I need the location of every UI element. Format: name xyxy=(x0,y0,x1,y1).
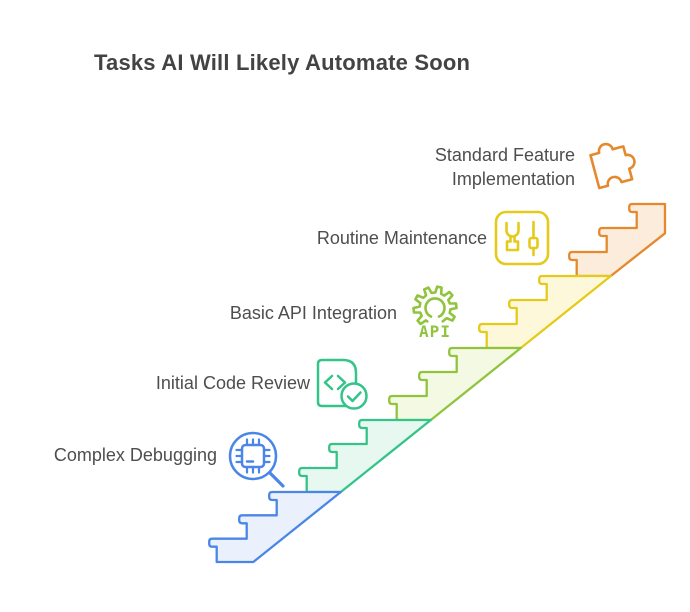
magnifier-handle xyxy=(267,470,285,488)
code-chevron-right-icon xyxy=(336,374,347,391)
wrench-icon xyxy=(505,221,520,238)
code-document-check-icon xyxy=(316,358,368,410)
chip-body xyxy=(240,443,266,469)
magnifier-lens xyxy=(228,431,278,481)
chip-pins xyxy=(235,438,271,474)
step-label-initial-code-review: Initial Code Review xyxy=(155,373,310,393)
wrench-screwdriver-icon xyxy=(494,210,550,266)
gear-inner-circle xyxy=(424,297,446,318)
check-mark-icon xyxy=(346,391,362,403)
stair-segment-2 xyxy=(388,346,522,422)
step-label-standard-feature-implementation: Standard Feature Implementation xyxy=(434,145,575,189)
stair-segment-1 xyxy=(298,418,432,494)
step-label-routine-maintenance: Routine Maintenance xyxy=(316,228,487,248)
code-chevron-left-icon xyxy=(323,374,334,391)
gear-teeth-outline xyxy=(412,285,458,326)
step-label-complex-debugging: Complex Debugging xyxy=(53,445,217,465)
stair-segment-3 xyxy=(478,274,612,350)
stair-segment-4 xyxy=(568,202,667,278)
tools-box-outline xyxy=(494,210,550,266)
magnifier-chip-icon xyxy=(228,431,285,488)
puzzle-piece-outline xyxy=(589,142,636,190)
wrench-handle xyxy=(505,234,520,252)
api-text: API xyxy=(419,322,451,341)
puzzle-icon xyxy=(589,142,636,190)
step-label-basic-api-integration: Basic API Integration xyxy=(229,303,397,323)
page-title: Tasks AI Will Likely Automate Soon xyxy=(94,50,471,75)
stair-segment-0 xyxy=(208,490,342,564)
check-badge-circle xyxy=(340,382,368,410)
gear-api-icon: API xyxy=(412,285,458,341)
screwdriver-collar xyxy=(528,236,539,250)
